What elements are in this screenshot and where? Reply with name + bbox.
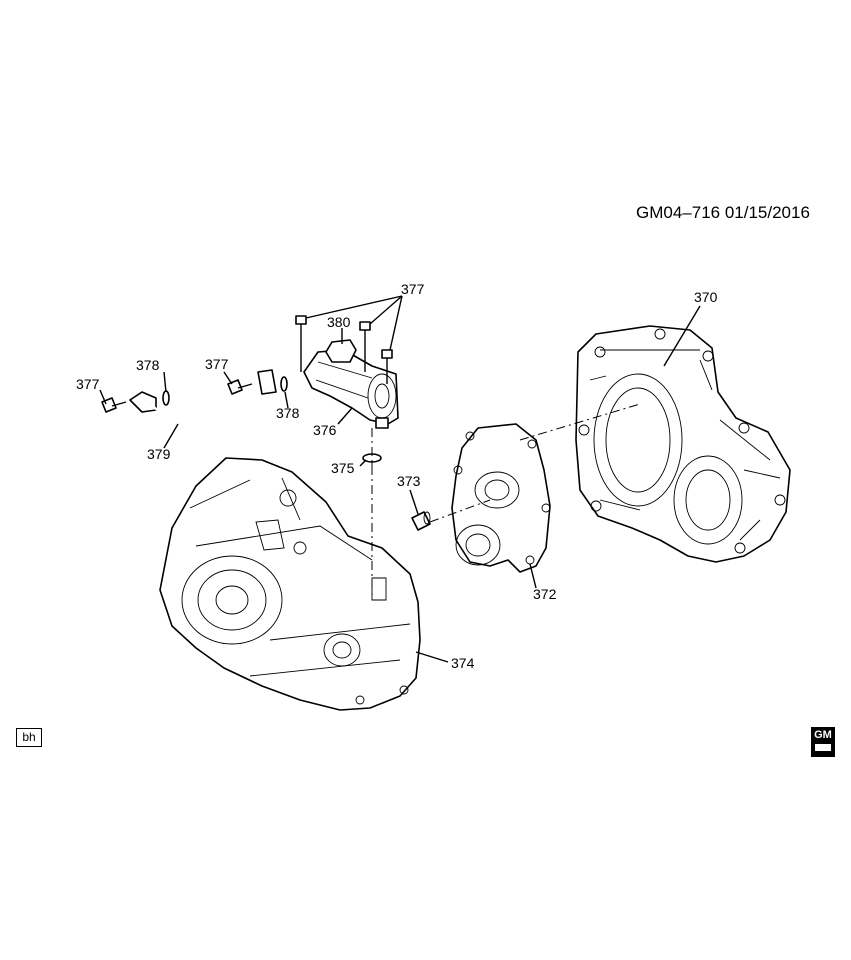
gm-logo-text: GM	[814, 729, 832, 741]
callout-370: 370	[694, 289, 718, 305]
bh-tag: bh	[16, 728, 42, 747]
part-372-pump-cover	[451, 423, 551, 573]
callout-379: 379	[147, 446, 171, 462]
part-370-housing	[575, 325, 791, 563]
callout-374: 374	[451, 655, 475, 671]
part-376-actuator	[303, 349, 399, 429]
callout-377-mid: 377	[205, 356, 229, 372]
callout-376: 376	[313, 422, 337, 438]
callout-378-left: 378	[136, 357, 160, 373]
part-373-sleeve	[411, 511, 431, 531]
seal-378-set	[162, 376, 288, 406]
callout-380: 380	[327, 314, 351, 330]
part-379-pipe	[129, 369, 277, 438]
leader-lines	[99, 295, 701, 663]
callout-377-left: 377	[76, 376, 100, 392]
assembly-centerlines	[371, 403, 641, 600]
callout-375: 375	[331, 460, 355, 476]
callout-373: 373	[397, 473, 421, 489]
callout-378-right: 378	[276, 405, 300, 421]
callout-372: 372	[533, 586, 557, 602]
gm-logo: GM	[811, 727, 835, 757]
part-374-transmission-case	[159, 457, 421, 711]
diagram-code-date: GM04–716 01/15/2016	[636, 203, 810, 222]
gm-logo-bar	[815, 744, 831, 751]
part-380-solenoid	[325, 339, 357, 363]
callout-377-top: 377	[401, 281, 425, 297]
